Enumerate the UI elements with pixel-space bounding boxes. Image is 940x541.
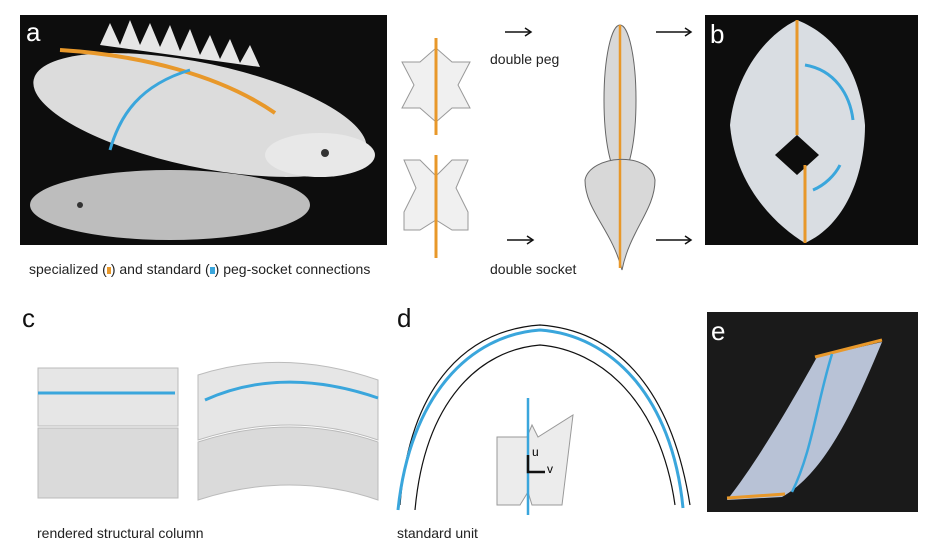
tube-illustration: [730, 20, 865, 243]
double-socket-shape: [403, 155, 469, 258]
panel-d-caption: standard unit: [397, 525, 478, 541]
double-peg-bone: [603, 24, 637, 176]
panel-e-label: e: [711, 316, 726, 346]
panel-e-photo: e: [707, 312, 918, 512]
panel-b-label: b: [710, 19, 725, 49]
arrow-icon: [507, 235, 535, 245]
panel-a-photo: a: [20, 15, 387, 245]
double-socket-label: double socket: [490, 261, 577, 277]
arrow-icon: [656, 27, 693, 37]
arrow-icon: [505, 27, 533, 37]
panel-a-caption: specialized () and standard () peg-socke…: [29, 261, 370, 277]
axis-v-label: v: [547, 462, 553, 476]
panel-b-photo: b: [705, 15, 918, 245]
curved-column: [197, 361, 379, 501]
double-socket-bone: [584, 158, 656, 271]
orange-marker-icon: [106, 267, 111, 274]
caption-text: specialized (: [29, 261, 107, 277]
caption-text: ) and standard (: [110, 261, 210, 277]
panel-d-label: d: [397, 303, 412, 333]
sheet-illustration: [726, 338, 883, 500]
double-peg-label: double peg: [490, 51, 560, 67]
panel-a-label: a: [26, 17, 41, 47]
panel-c-caption: rendered structural column: [37, 525, 204, 541]
axis-u-label: u: [532, 445, 539, 459]
fish-illustration: [30, 20, 375, 240]
caption-text: ) peg-socket connections: [214, 261, 371, 277]
blue-marker-icon: [209, 267, 215, 274]
arch-diagram: [396, 324, 691, 511]
straight-column: [37, 367, 179, 499]
double-peg-shape: [401, 38, 471, 135]
arrow-icon: [656, 235, 693, 245]
panel-c-label: c: [22, 303, 35, 333]
